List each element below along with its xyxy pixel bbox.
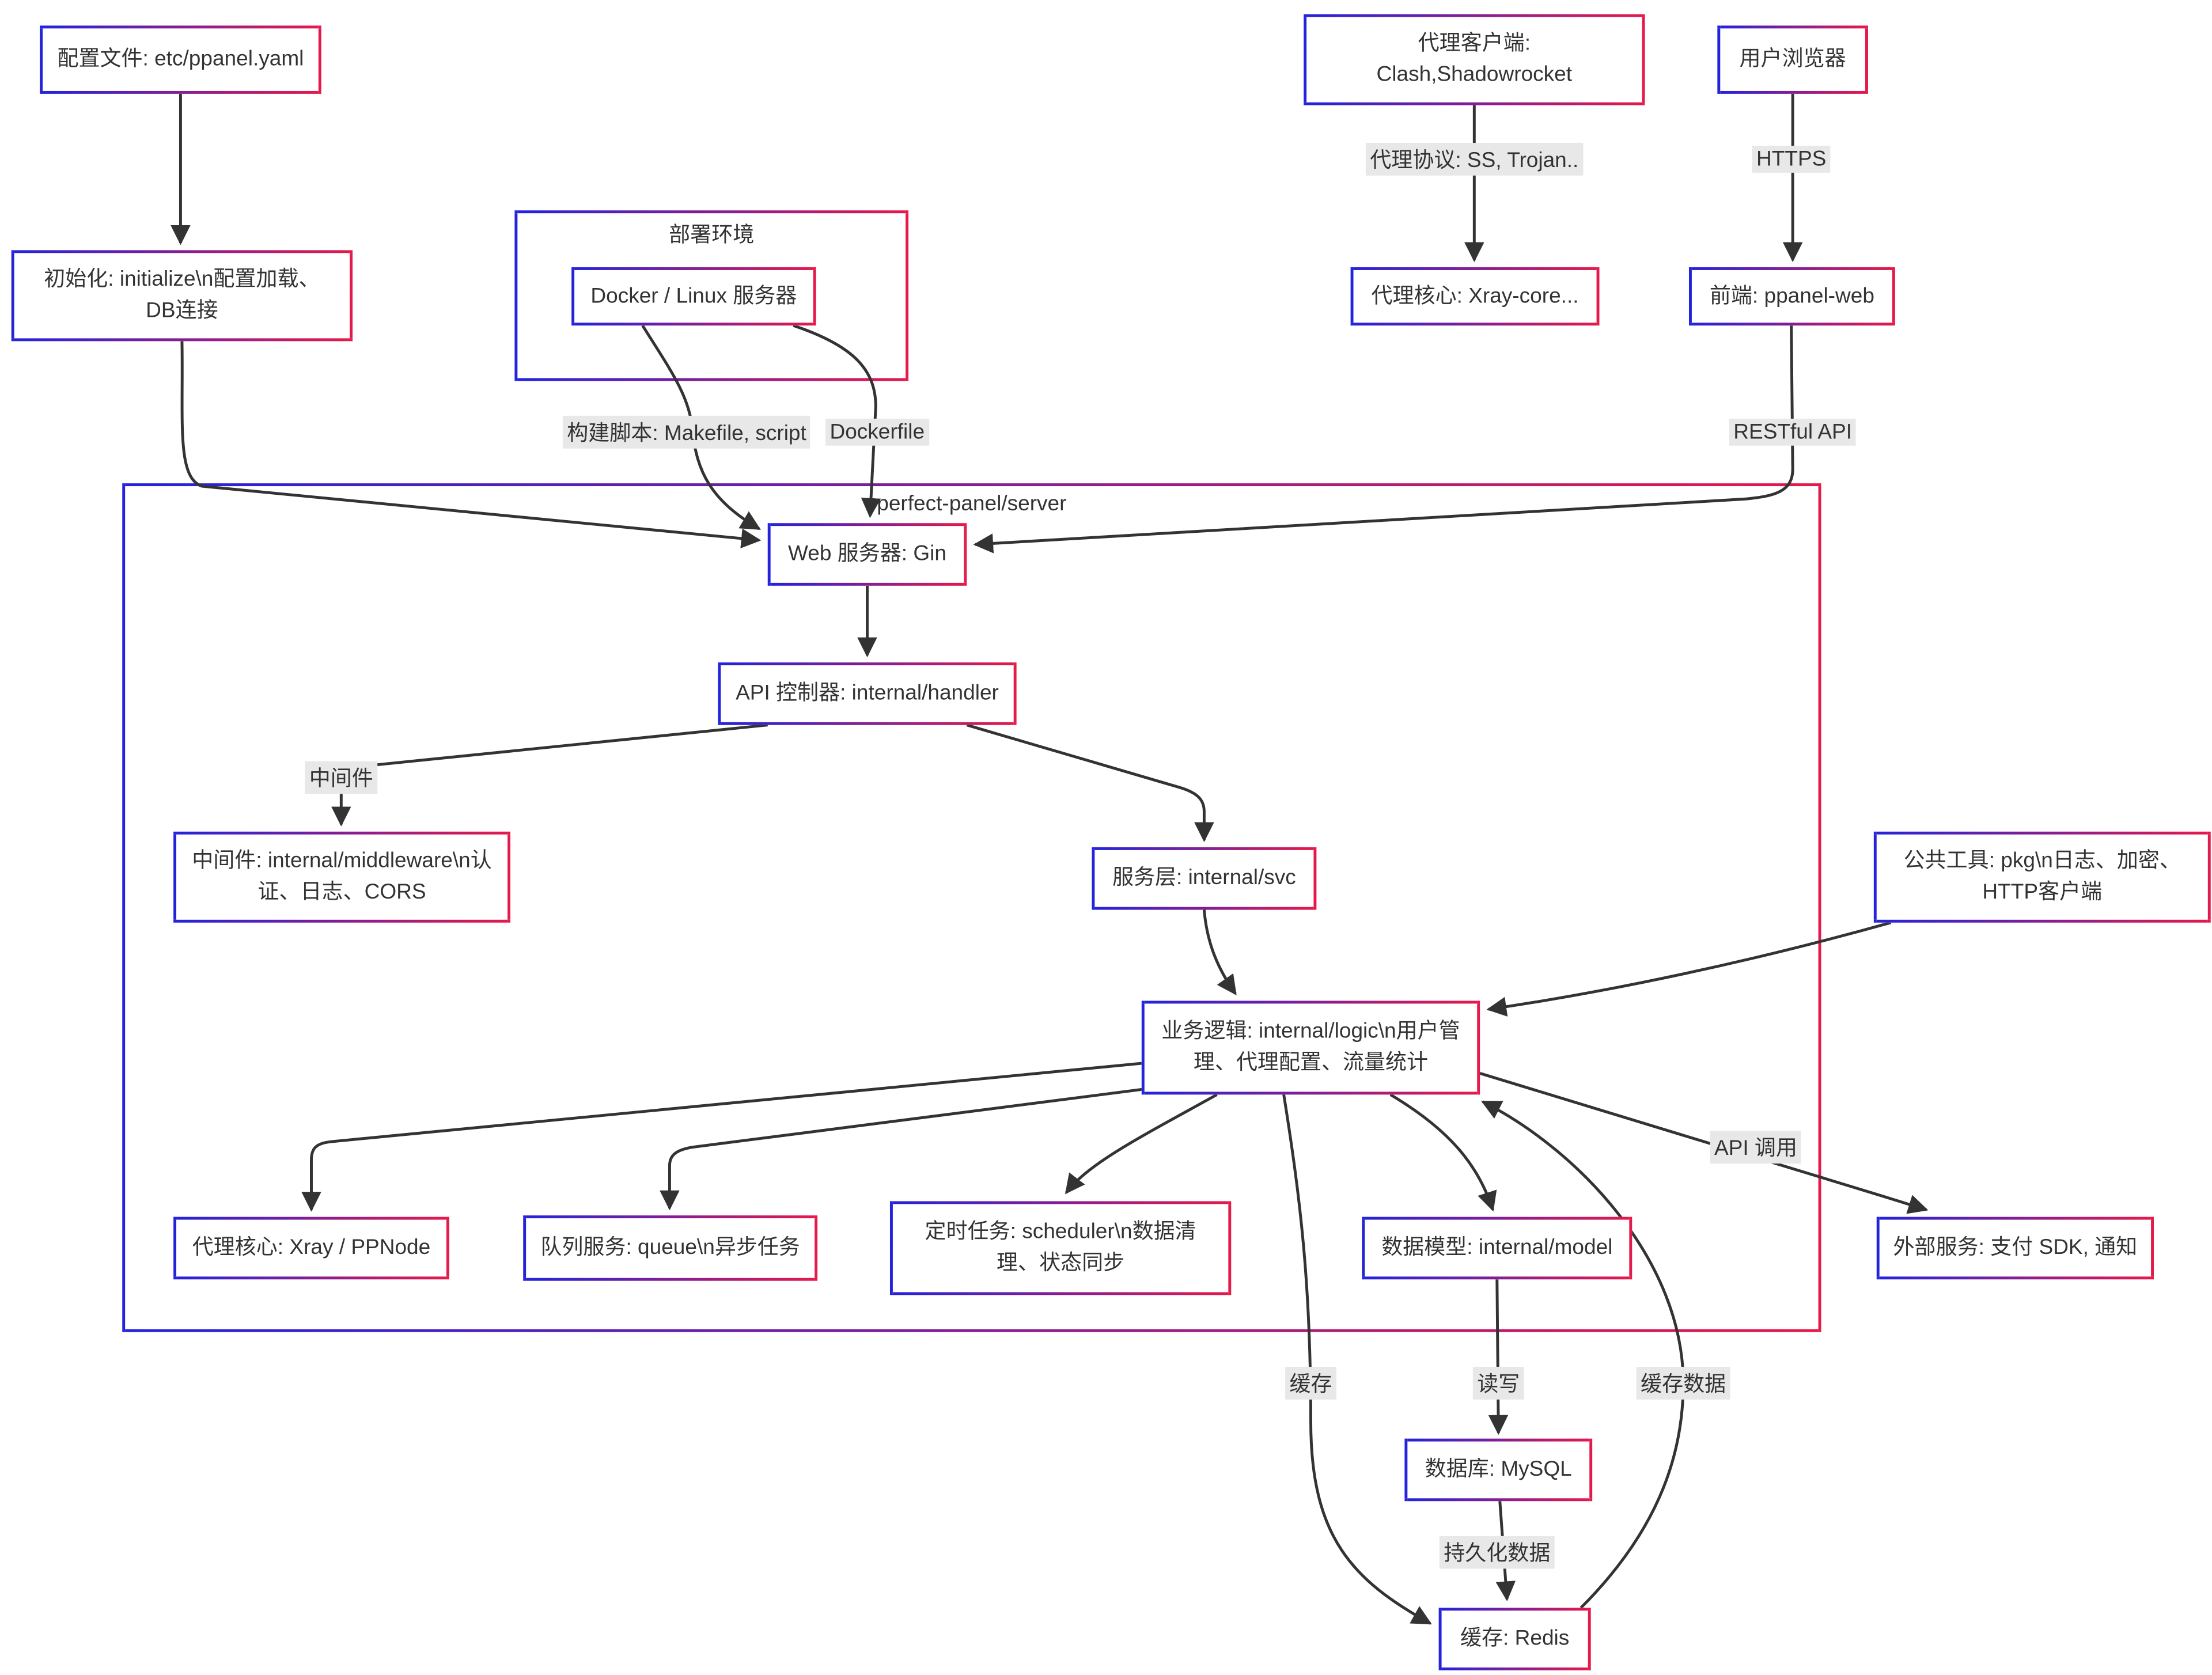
node-ppnode-label: 代理核心: Xray / PPNode bbox=[192, 1235, 431, 1260]
edge-model-to-mysql bbox=[1488, 1279, 1509, 1435]
node-middleware: 中间件: internal/middleware\n认 证、日志、CORS bbox=[173, 831, 511, 923]
node-init-line2: DB连接 bbox=[146, 298, 218, 323]
edge-pkg-to-logic bbox=[1486, 921, 1892, 1017]
edge-docker-dockerfile-to-gin bbox=[793, 324, 881, 518]
node-business-logic: 业务逻辑: internal/logic\n用户管 理、代理配置、流量统计 bbox=[1141, 1001, 1480, 1095]
node-data-model-label: 数据模型: internal/model bbox=[1381, 1235, 1613, 1260]
node-ppnode: 代理核心: Xray / PPNode bbox=[173, 1217, 449, 1280]
node-scheduler-line1: 定时任务: scheduler\n数据清 bbox=[925, 1219, 1196, 1244]
node-web-server-gin-label: Web 服务器: Gin bbox=[787, 541, 946, 566]
node-middleware-line1: 中间件: internal/middleware\n认 bbox=[192, 848, 492, 873]
edge-handler-to-svc bbox=[966, 723, 1214, 843]
node-frontend: 前端: ppanel-web bbox=[1688, 267, 1895, 326]
node-api-handler: API 控制器: internal/handler bbox=[718, 662, 1017, 725]
edge-logic-to-model bbox=[1389, 1093, 1497, 1212]
node-api-handler-label: API 控制器: internal/handler bbox=[736, 681, 999, 706]
node-frontend-label: 前端: ppanel-web bbox=[1709, 283, 1874, 308]
node-queue: 队列服务: queue\n异步任务 bbox=[523, 1215, 818, 1281]
edge-svc-to-logic bbox=[1202, 909, 1237, 995]
node-scheduler-line2: 理、状态同步 bbox=[997, 1250, 1125, 1275]
node-browser-label: 用户浏览器 bbox=[1739, 47, 1846, 71]
node-browser: 用户浏览器 bbox=[1717, 25, 1868, 94]
node-mysql: 数据库: MySQL bbox=[1404, 1438, 1593, 1502]
node-pkg-tools-line1: 公共工具: pkg\n日志、加密、 bbox=[1903, 848, 2181, 873]
server-container-title: perfect-panel/server bbox=[877, 491, 1067, 516]
node-external-services-label: 外部服务: 支付 SDK, 通知 bbox=[1893, 1235, 2138, 1260]
edge-label-dockerfile: Dockerfile bbox=[825, 418, 929, 446]
node-xray-core: 代理核心: Xray-core... bbox=[1350, 267, 1600, 326]
edge-label-restful-api: RESTful API bbox=[1729, 418, 1857, 446]
edge-redis-to-logic bbox=[1481, 1100, 1685, 1609]
edge-handler-to-middleware bbox=[331, 723, 768, 827]
node-xray-core-label: 代理核心: Xray-core... bbox=[1371, 283, 1579, 308]
deploy-env-title: 部署环境 bbox=[669, 223, 755, 248]
node-proxy-client-line2: Clash,Shadowrocket bbox=[1376, 62, 1573, 87]
edge-frontend-to-gin bbox=[973, 325, 1794, 554]
node-mysql-label: 数据库: MySQL bbox=[1425, 1457, 1572, 1481]
node-pkg-tools-line2: HTTP客户端 bbox=[1982, 880, 2103, 904]
edge-logic-to-external bbox=[1479, 1071, 1929, 1214]
edge-logic-to-ppnode bbox=[301, 1062, 1142, 1212]
edge-label-build-script: 构建脚本: Makefile, script bbox=[562, 415, 811, 449]
edge-label-api-call: API 调用 bbox=[1710, 1131, 1802, 1164]
node-init: 初始化: initialize\n配置加载、 DB连接 bbox=[11, 250, 353, 342]
edge-logic-to-scheduler bbox=[1065, 1093, 1218, 1195]
node-middleware-line2: 证、日志、CORS bbox=[257, 880, 426, 904]
node-init-line1: 初始化: initialize\n配置加载、 bbox=[44, 267, 320, 291]
node-pkg-tools: 公共工具: pkg\n日志、加密、 HTTP客户端 bbox=[1873, 831, 2211, 923]
node-config-file-label: 配置文件: etc/ppanel.yaml bbox=[57, 47, 304, 71]
node-config-file: 配置文件: etc/ppanel.yaml bbox=[40, 25, 321, 94]
edge-label-persist: 持久化数据 bbox=[1439, 1536, 1555, 1569]
node-docker-label: Docker / Linux 服务器 bbox=[590, 283, 797, 308]
node-business-logic-line2: 理、代理配置、流量统计 bbox=[1193, 1050, 1429, 1075]
node-scheduler: 定时任务: scheduler\n数据清 理、状态同步 bbox=[889, 1201, 1232, 1295]
node-business-logic-line1: 业务逻辑: internal/logic\n用户管 bbox=[1161, 1019, 1460, 1044]
node-service-layer-label: 服务层: internal/svc bbox=[1112, 866, 1296, 890]
edge-label-cache: 缓存 bbox=[1285, 1366, 1336, 1400]
edge-label-https: HTTPS bbox=[1752, 145, 1831, 173]
node-web-server-gin: Web 服务器: Gin bbox=[767, 523, 967, 586]
node-proxy-client-line1: 代理客户端: bbox=[1418, 31, 1531, 56]
edge-logic-to-queue bbox=[660, 1087, 1146, 1211]
node-queue-label: 队列服务: queue\n异步任务 bbox=[540, 1235, 800, 1260]
edge-logic-to-redis bbox=[1282, 1094, 1432, 1625]
node-docker: Docker / Linux 服务器 bbox=[571, 267, 816, 326]
node-external-services: 外部服务: 支付 SDK, 通知 bbox=[1876, 1217, 2154, 1280]
edge-label-cache-data: 缓存数据 bbox=[1636, 1366, 1730, 1400]
edge-init-to-gin bbox=[180, 341, 762, 549]
edge-label-middleware: 中间件 bbox=[305, 761, 378, 794]
node-redis: 缓存: Redis bbox=[1438, 1608, 1591, 1670]
node-service-layer: 服务层: internal/svc bbox=[1092, 847, 1317, 910]
node-data-model: 数据模型: internal/model bbox=[1362, 1217, 1633, 1280]
node-redis-label: 缓存: Redis bbox=[1460, 1626, 1570, 1651]
node-proxy-client: 代理客户端: Clash,Shadowrocket bbox=[1304, 14, 1645, 105]
edge-label-read-write: 读写 bbox=[1472, 1366, 1524, 1400]
edge-label-proxy-protocol: 代理协议: SS, Trojan.. bbox=[1365, 143, 1583, 176]
